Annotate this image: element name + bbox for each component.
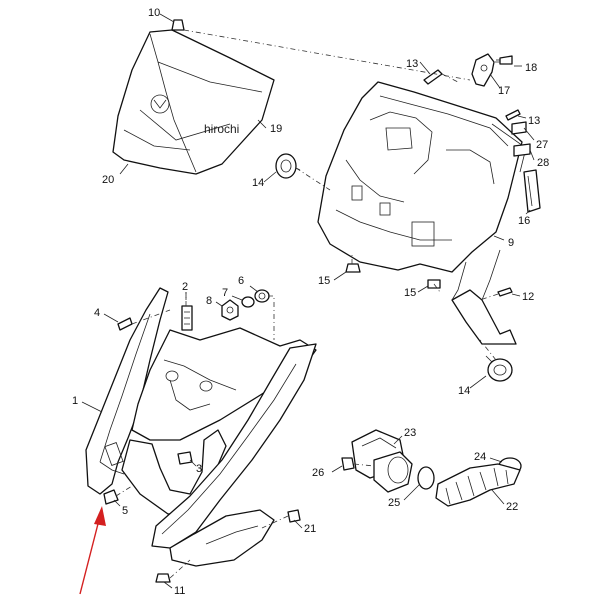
top-cover-part (112, 29, 275, 175)
callout-7: 7 (222, 287, 228, 299)
side-panel-part (151, 343, 317, 567)
watermark-text: hirochi (204, 122, 239, 136)
pads-part (511, 121, 531, 157)
callout-9: 9 (508, 237, 514, 249)
grommet-upper (275, 153, 301, 179)
callout-11: 11 (174, 585, 185, 597)
callout-24: 24 (474, 451, 486, 463)
callout-13-right: 13 (528, 115, 540, 127)
callout-15-right: 15 (404, 287, 416, 299)
callout-13: 13 (406, 58, 418, 70)
callout-14-lower: 14 (458, 385, 470, 397)
callout-28: 28 (537, 157, 549, 169)
callout-2: 2 (182, 281, 188, 293)
front-frame-part (317, 81, 527, 345)
callout-15-left: 15 (318, 275, 330, 287)
callout-labels: 10 13 18 17 13 27 28 19 20 14 16 9 15 15… (72, 7, 549, 597)
callout-25: 25 (388, 497, 400, 509)
pointer-arrow (79, 506, 106, 595)
callout-17: 17 (498, 85, 510, 97)
callout-5: 5 (122, 505, 128, 517)
callout-26: 26 (312, 467, 324, 479)
leader-lines (81, 13, 535, 589)
callout-12: 12 (522, 291, 534, 303)
reflector-part (523, 169, 541, 213)
callout-6: 6 (238, 275, 244, 287)
callout-19: 19 (270, 123, 282, 135)
callout-16: 16 (518, 215, 530, 227)
callout-10: 10 (148, 7, 160, 19)
callout-1: 1 (72, 395, 78, 407)
duct-assembly (341, 429, 522, 507)
bracket-part (471, 53, 495, 87)
callout-18: 18 (525, 62, 537, 74)
callout-8: 8 (206, 295, 212, 307)
callout-4: 4 (94, 307, 100, 319)
callout-20: 20 (102, 174, 114, 186)
callout-27: 27 (536, 139, 548, 151)
assembly-lines (115, 29, 500, 579)
callout-14: 14 (252, 177, 264, 189)
callout-3: 3 (196, 463, 202, 475)
callout-22: 22 (506, 501, 518, 513)
screws-upper (171, 19, 521, 297)
grommet-lower (485, 355, 513, 382)
callout-23: 23 (404, 427, 416, 439)
callout-21: 21 (304, 523, 316, 535)
